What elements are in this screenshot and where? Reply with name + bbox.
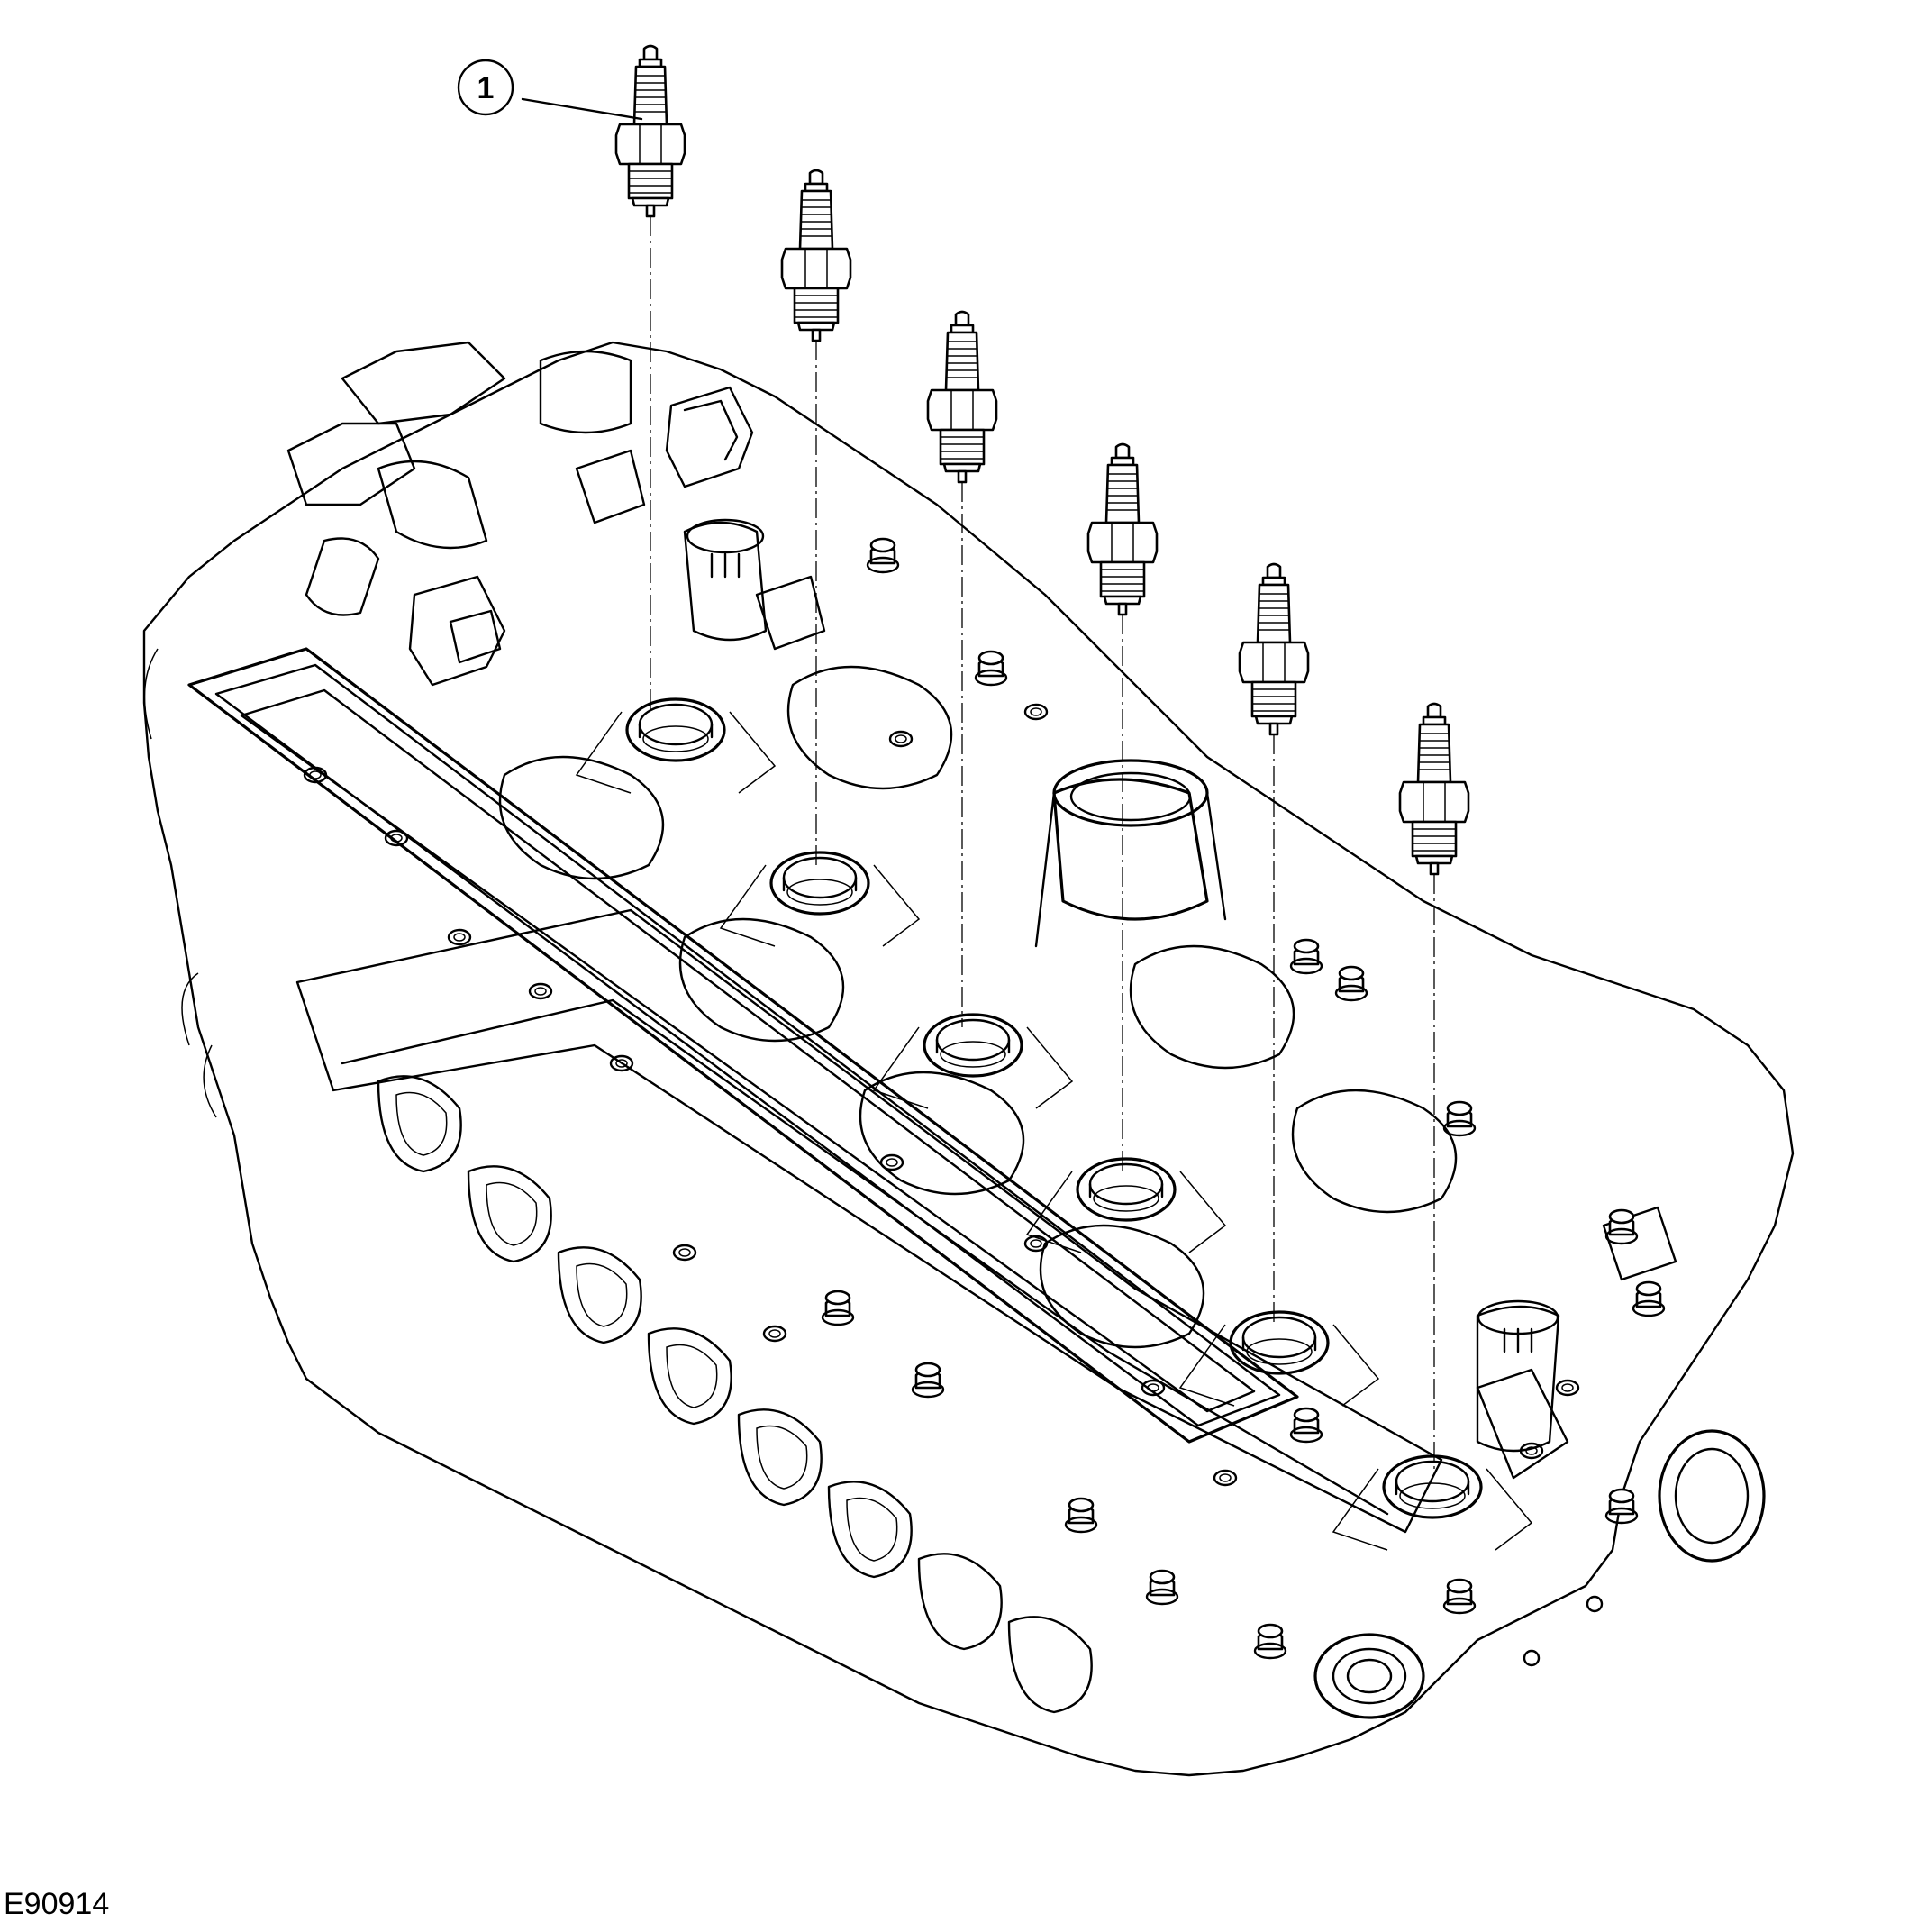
cylinder-head-icon: [142, 341, 1795, 1777]
install-axis-lines: [650, 216, 1435, 1469]
spark-plug-4: [1086, 442, 1159, 616]
spark-plug-icon: [926, 310, 998, 484]
callout-1: 1: [457, 59, 643, 121]
spark-plug-icon: [1398, 702, 1470, 876]
callout-leader: [521, 97, 643, 121]
figure-id: E90914: [4, 1887, 110, 1921]
spark-plug-1: [614, 44, 686, 218]
callout-number: 1: [477, 71, 495, 105]
spark-plug-icon: [614, 44, 686, 218]
spark-plug-icon: [1086, 442, 1159, 616]
spark-plug-6: [1398, 702, 1470, 876]
spark-plug-2: [780, 169, 852, 342]
spark-plug-icon: [1238, 562, 1310, 736]
callout-circle: [457, 59, 514, 116]
spark-plug-icon: [780, 169, 852, 342]
spark-plug-5: [1238, 562, 1310, 736]
spark-plug-3: [926, 310, 998, 484]
